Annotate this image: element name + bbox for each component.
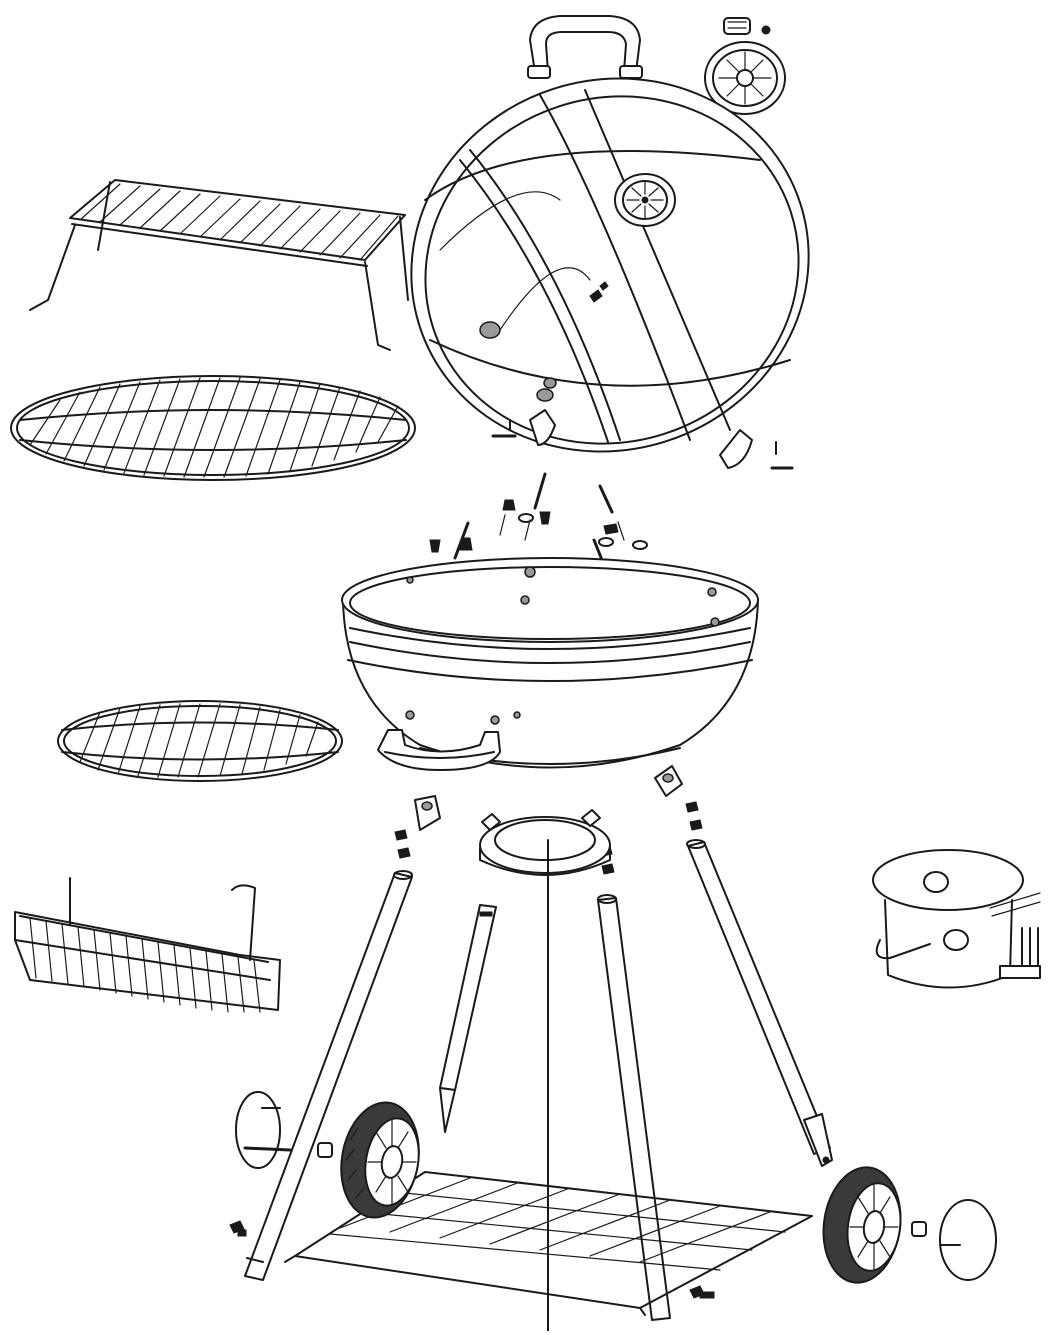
leg-rear-left <box>439 904 497 1133</box>
damper-plate <box>704 41 786 115</box>
hubcap-right <box>689 1199 997 1299</box>
charcoal-grate <box>57 700 343 782</box>
hubcap-left <box>229 1091 292 1237</box>
cooking-grate <box>10 375 416 481</box>
lid-vent <box>614 173 676 227</box>
lid-dome <box>410 77 810 453</box>
wheel-right <box>822 1166 927 1284</box>
lid-hinge-pins <box>491 409 794 470</box>
ash-catcher-ring <box>479 809 611 876</box>
lid-vent-cap <box>723 17 771 35</box>
leg-front-right <box>686 839 833 1167</box>
bowl <box>341 557 759 769</box>
warming-rack <box>29 179 409 351</box>
bowl-handle <box>377 729 501 771</box>
ash-pan <box>872 849 1041 989</box>
lid-handle <box>527 15 643 79</box>
leg-rear-right <box>597 894 671 1321</box>
leg-front-left <box>244 870 413 1281</box>
wheel-left <box>317 1101 420 1219</box>
charcoal-basket <box>14 877 281 1013</box>
leg-brackets <box>394 765 703 875</box>
